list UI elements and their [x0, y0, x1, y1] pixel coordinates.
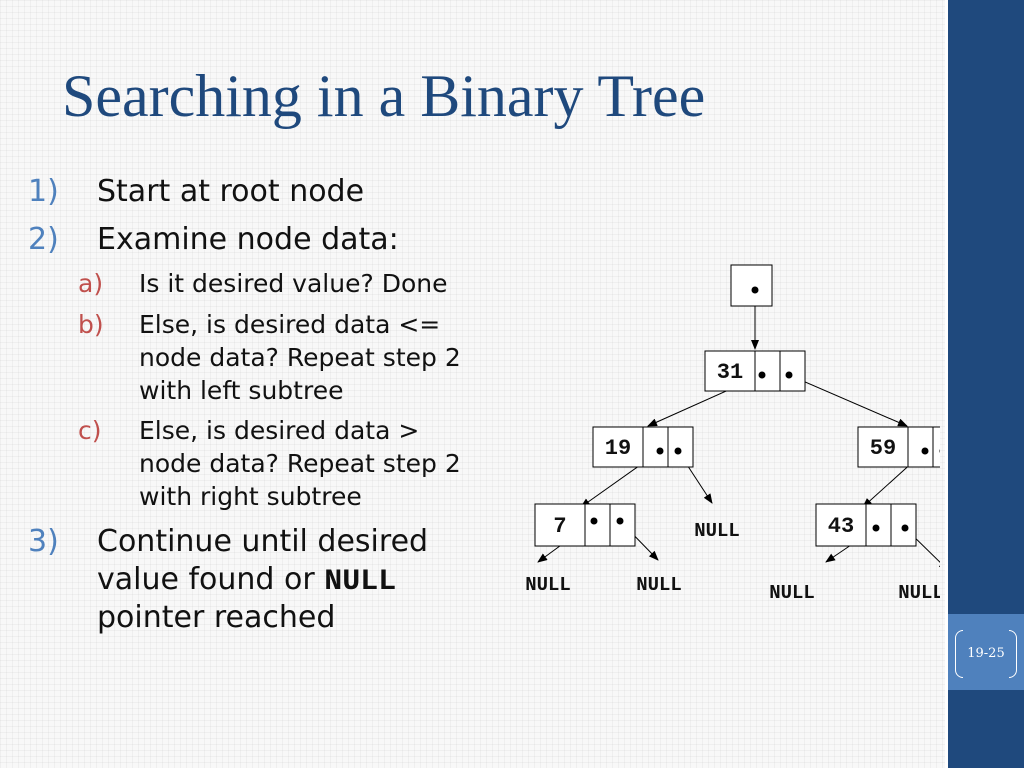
- node-31-left-pointer-dot: [758, 371, 766, 379]
- substep-c-line-1: Else, is desired data >: [139, 416, 420, 445]
- tree-node-31: 31: [704, 350, 806, 392]
- step-2-text: Examine node data:: [97, 222, 399, 257]
- binary-tree-diagram: 31 19 59 7 43: [525, 264, 940, 604]
- null-label-19-right: NULL: [694, 520, 740, 542]
- root-pointer-box: [730, 264, 773, 307]
- null-code-inline: NULL: [324, 565, 397, 599]
- substep-a-marker: a): [78, 269, 104, 298]
- step-1-marker: 1): [28, 174, 59, 209]
- step-3-line-2: value found or NULL: [97, 561, 396, 601]
- node-59-value: 59: [870, 436, 896, 461]
- root-pointer-dot: [751, 286, 759, 294]
- substep-a-line-1: Is it desired value? Done: [139, 269, 448, 298]
- null-label-7-left: NULL: [525, 574, 571, 596]
- page-number: 19-25: [967, 646, 1005, 661]
- substep-b-line-1: Else, is desired data <=: [139, 310, 441, 339]
- step-3-line-1: Continue until desired: [97, 524, 429, 559]
- node-31-value: 31: [717, 360, 743, 385]
- node-43-right-pointer-dot: [901, 524, 909, 532]
- node-43-left-pointer-dot: [872, 524, 880, 532]
- substep-c-line-2: node data? Repeat step 2: [139, 449, 461, 478]
- null-label-43-left: NULL: [769, 582, 815, 604]
- step-2-marker: 2): [28, 222, 59, 257]
- substep-b-marker: b): [78, 310, 104, 339]
- node-19-value: 19: [605, 436, 631, 461]
- node-43-value: 43: [828, 514, 854, 539]
- step-3-line-2-prefix: value found or: [97, 562, 325, 597]
- page-number-frame-gap: [963, 628, 1009, 680]
- edge-31-right: [788, 374, 908, 427]
- sidebar-divider: [945, 0, 948, 768]
- step-1-text: Start at root node: [97, 174, 365, 209]
- substep-c-marker: c): [78, 416, 102, 445]
- node-7-value: 7: [553, 514, 566, 539]
- tree-node-7: 7: [534, 503, 636, 547]
- tree-node-19: 19: [592, 426, 694, 468]
- slide-title: Searching in a Binary Tree: [62, 63, 706, 129]
- tree-node-59: 59: [857, 426, 940, 468]
- node-31-right-pointer-dot: [785, 371, 793, 379]
- substep-b-line-2: node data? Repeat step 2: [139, 343, 461, 372]
- node-7-right-pointer-dot: [616, 517, 624, 525]
- substep-b-line-3: with left subtree: [139, 376, 344, 405]
- node-19-left-pointer-dot: [656, 447, 664, 455]
- node-7-left-pointer-dot: [590, 517, 598, 525]
- step-3-line-3: pointer reached: [97, 600, 336, 635]
- node-59-left-pointer-dot: [921, 447, 929, 455]
- substep-c-line-3: with right subtree: [139, 482, 362, 511]
- null-label-43-right: NULL: [898, 582, 940, 604]
- node-59-right-pointer-dot: [939, 449, 940, 453]
- node-19-right-pointer-dot: [674, 447, 682, 455]
- step-3-marker: 3): [28, 524, 59, 559]
- tree-node-43: 43: [815, 503, 917, 547]
- null-label-7-right: NULL: [636, 574, 682, 596]
